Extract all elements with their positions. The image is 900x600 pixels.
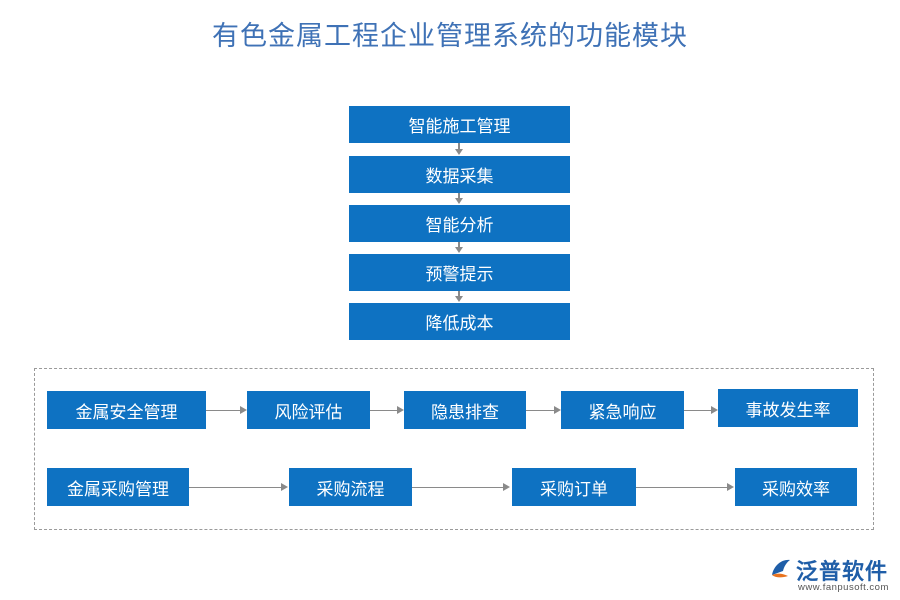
flow-step-2: 数据采集 <box>349 156 570 193</box>
flow-step-5: 降低成本 <box>349 303 570 340</box>
brand-url: www.fanpusoft.com <box>798 582 889 593</box>
row2-arrow <box>412 483 510 491</box>
modules-panel <box>34 368 874 530</box>
row2-step-4: 采购效率 <box>735 468 857 506</box>
row1-step-3: 隐患排查 <box>404 391 526 429</box>
row1-arrow <box>684 406 718 414</box>
row1-arrow <box>526 406 561 414</box>
row2-step-2: 采购流程 <box>289 468 412 506</box>
row1-step-2: 风险评估 <box>247 391 370 429</box>
row2-step-3: 采购订单 <box>512 468 636 506</box>
flow-step-1: 智能施工管理 <box>349 106 570 143</box>
flow-arrow <box>455 242 463 253</box>
row1-arrow <box>370 406 404 414</box>
brand-logo-icon <box>772 559 790 578</box>
flow-step-3: 智能分析 <box>349 205 570 242</box>
diagram-title: 有色金属工程企业管理系统的功能模块 <box>212 21 688 52</box>
row1-step-4: 紧急响应 <box>561 391 684 429</box>
brand-name: 泛普软件 <box>796 560 889 585</box>
row2-arrow <box>636 483 734 491</box>
flow-arrow <box>455 193 463 204</box>
flow-arrow <box>455 143 463 155</box>
row2-arrow <box>189 483 288 491</box>
brand-logo: 泛普软件 www.fanpusoft.com <box>768 553 893 593</box>
flow-step-4: 预警提示 <box>349 254 570 291</box>
row2-step-1: 金属采购管理 <box>47 468 189 506</box>
row1-step-5: 事故发生率 <box>718 389 858 427</box>
flow-arrow <box>455 291 463 302</box>
row1-arrow <box>206 406 247 414</box>
row1-step-1: 金属安全管理 <box>47 391 206 429</box>
